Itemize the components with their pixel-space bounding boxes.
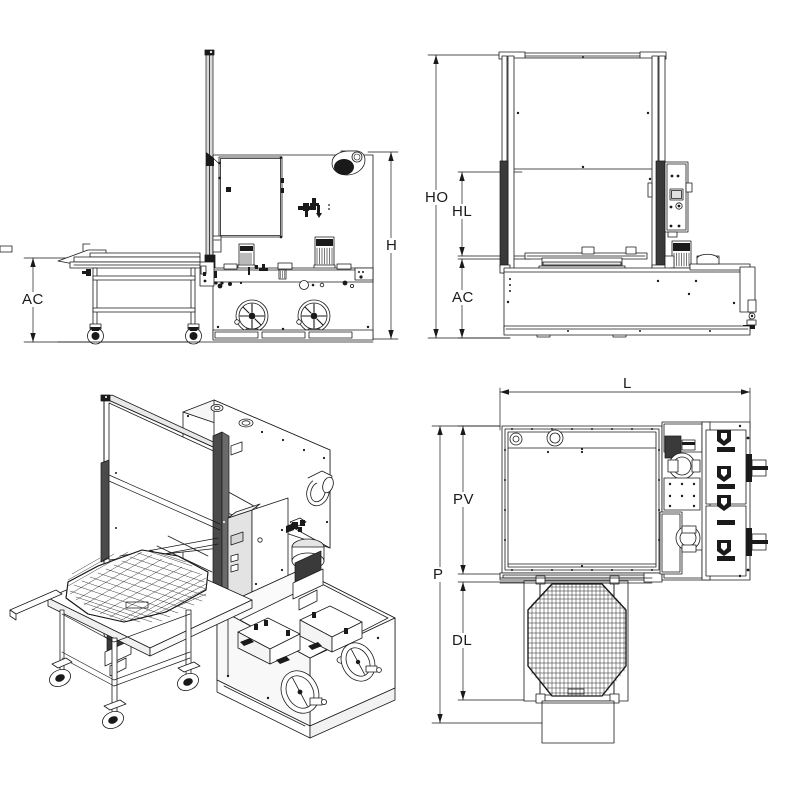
plan-flanges	[738, 424, 768, 578]
dimension-label-PV: PV	[451, 491, 477, 508]
plan-lower-box	[659, 511, 683, 575]
guard-panel	[511, 57, 655, 170]
iso-motor-right	[291, 538, 325, 611]
view-plan: L PV P DL	[400, 370, 800, 800]
iso-trolley	[9, 549, 253, 729]
castor-front	[87, 323, 104, 345]
dimension-label-AC-front: AC	[450, 289, 476, 306]
mast-left	[499, 55, 515, 274]
iso-port	[306, 470, 334, 507]
plan-pump-top	[664, 435, 701, 480]
dimension-label-H: H	[384, 237, 400, 254]
plan-geometry	[431, 387, 768, 744]
transfer-junction	[199, 261, 232, 289]
iso-castor-1	[49, 657, 73, 687]
plan-trolley	[499, 575, 653, 744]
iso-valve-cluster	[286, 517, 307, 533]
view-front-elevation: HO HL AC	[400, 0, 800, 370]
plan-pump-bottom	[675, 525, 701, 553]
iso-handwheel-1	[280, 670, 327, 714]
plan-housing	[499, 425, 663, 583]
plan-valve-column	[705, 429, 747, 577]
isometric-geometry	[9, 394, 396, 739]
plan-equipment-bay	[659, 421, 768, 581]
front-elevation-geometry	[427, 51, 757, 339]
machine-body	[212, 150, 374, 341]
pump-motor-left	[237, 243, 256, 270]
valve-manifold	[298, 198, 330, 218]
iso-castor-2	[102, 699, 127, 729]
dimension-label-L: L	[621, 375, 634, 392]
iso-mesh-basket	[65, 549, 209, 623]
plan-mid-panel	[663, 477, 701, 511]
dimension-label-AC: AC	[20, 291, 46, 308]
dimension-label-HO: HO	[423, 189, 451, 206]
view-isometric	[0, 370, 400, 800]
deck-band	[212, 262, 374, 290]
infeed-trolley	[0, 243, 374, 345]
dimension-label-DL: DL	[450, 632, 475, 649]
control-panel-box	[664, 161, 693, 238]
machine-body-front	[503, 253, 757, 336]
side-elevation-geometry	[0, 49, 399, 345]
dimension-AC	[23, 257, 201, 343]
iso-control-cabinet	[227, 441, 289, 603]
plan-mesh-basket	[527, 583, 627, 697]
blower-housing	[331, 150, 366, 176]
castor-rear	[185, 323, 202, 345]
dimension-label-HL: HL	[450, 203, 475, 220]
pump-motor-right	[313, 236, 336, 270]
view-side-elevation: H AC	[0, 0, 400, 370]
dimension-label-P: P	[431, 566, 446, 583]
iso-castor-3	[177, 661, 201, 691]
base-plinth	[212, 325, 374, 341]
iso-handwheel-2	[340, 642, 382, 682]
